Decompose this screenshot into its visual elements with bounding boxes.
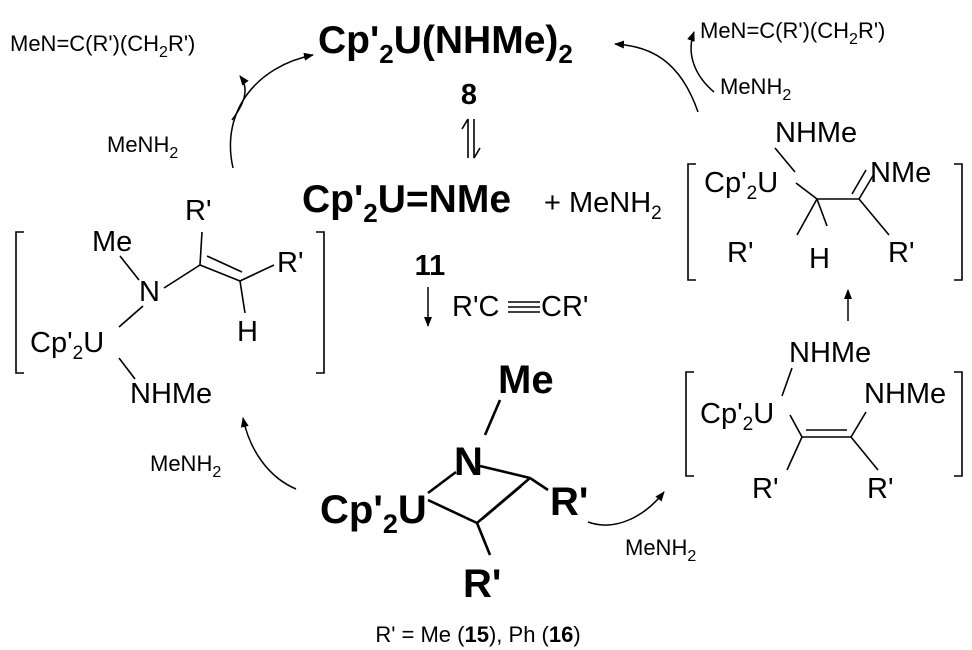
right-top-int-u: U: [757, 167, 778, 199]
right-bottom-int-sub: 2: [743, 414, 754, 435]
right-bottom-intermediate: NHMe NHMe Cp'2U R' R': [685, 337, 963, 505]
left-bottom-step: MeNH2: [150, 417, 297, 490]
metallacycle-n: N: [454, 440, 483, 484]
right-bottom-int-nhme2: NHMe: [864, 378, 946, 410]
top-right-product-post: R'): [858, 18, 885, 43]
left-int-n: N: [139, 276, 160, 308]
alkyne-right: CR': [541, 291, 588, 323]
top-right-amine: MeNH: [720, 74, 782, 99]
right-top-intermediate: NHMe Cp'2U NMe R' H R': [687, 117, 963, 281]
svg-text:MeNH2: MeNH2: [625, 535, 696, 565]
right-bottom-step: MeNH2: [587, 491, 696, 565]
right-bottom-int-r1: R': [752, 473, 778, 505]
svg-text:Cp'2U: Cp'2U: [30, 327, 104, 364]
left-bottom-amine: MeNH: [150, 451, 212, 476]
top-left-product-pre: MeN=C(R')(CH: [10, 31, 159, 56]
complex-8-mid: U(NHMe): [394, 19, 559, 62]
top-right-amine-sub: 2: [782, 87, 791, 104]
right-top-int-cp: Cp': [704, 167, 747, 199]
right-bottom-amine: MeNH: [625, 535, 687, 560]
top-left-product-post: R'): [168, 31, 195, 56]
right-bottom-int-cp: Cp': [700, 398, 743, 430]
left-intermediate: Me N R' R' H Cp'2U NHMe: [15, 195, 325, 410]
equilibrium-arrows: [461, 118, 481, 159]
left-int-r1: R': [185, 195, 211, 227]
right-top-int-h: H: [809, 243, 830, 275]
left-int-r2: R': [277, 247, 303, 279]
imido-sub: 2: [363, 198, 377, 228]
svg-text:Cp'2U(NHMe)2: Cp'2U(NHMe)2: [318, 19, 573, 69]
imido-rest: U=NMe: [378, 178, 511, 221]
alkyne-left: R'C: [452, 291, 499, 323]
svg-text:MeNH2: MeNH2: [107, 132, 178, 162]
right-bottom-int-nhme1: NHMe: [789, 337, 871, 369]
right-bottom-int-u: U: [753, 398, 774, 430]
legend-16: 16: [549, 622, 573, 647]
svg-text:MeNH2: MeNH2: [150, 451, 221, 481]
imido-complex-11: Cp'2U=NMe + MeNH2 11: [302, 178, 662, 282]
top-right-product-sub: 2: [849, 31, 858, 48]
complex-8-sub1: 2: [379, 39, 393, 69]
right-top-int-nme: NMe: [870, 157, 931, 189]
metallacycle-sub: 2: [383, 509, 398, 539]
left-int-sub: 2: [73, 343, 84, 364]
compound-label-8: 8: [461, 79, 477, 111]
metallacycle-me: Me: [498, 358, 554, 402]
left-int-me: Me: [92, 226, 132, 258]
top-left-product-sub: 2: [159, 44, 168, 61]
right-bottom-amine-sub: 2: [687, 548, 696, 565]
legend-15: 15: [464, 622, 488, 647]
substituent-legend: R' = Me (15), Ph (16): [375, 622, 580, 647]
left-int-h: H: [237, 316, 258, 348]
legend-post: ): [573, 622, 580, 647]
imido-cp: Cp': [302, 178, 363, 221]
left-int-nhme: NHMe: [130, 378, 212, 410]
svg-text:Cp'2U: Cp'2U: [704, 167, 778, 204]
right-top-int-r1: R': [727, 237, 753, 269]
azametallacyclobutene: Me N Cp'2U R' R': [320, 358, 588, 606]
svg-text:MeNH2: MeNH2: [720, 74, 791, 104]
compound-label-11: 11: [415, 250, 446, 282]
svg-text:Cp'2U: Cp'2U: [320, 488, 427, 539]
svg-text:MeN=C(R')(CH2R'): MeN=C(R')(CH2R'): [10, 31, 195, 61]
svg-text:+ MeNH2: + MeNH2: [544, 187, 662, 224]
bis-amido-complex-8: Cp'2U(NHMe)2 8: [318, 19, 573, 111]
left-bottom-amine-sub: 2: [212, 464, 221, 481]
legend-mid: ), Ph (: [489, 622, 550, 647]
top-right-product-pre: MeN=C(R')(CH: [700, 18, 849, 43]
right-top-int-nhme: NHMe: [775, 117, 857, 149]
top-left-step: MeN=C(R')(CH2R') MeNH2: [10, 31, 314, 169]
metallacycle-cp: Cp': [320, 488, 383, 532]
metallacycle-u: U: [398, 488, 427, 532]
alkyne-addition: R'C CR': [424, 287, 588, 327]
right-top-int-r2: R': [888, 237, 914, 269]
svg-text:Cp'2U: Cp'2U: [700, 398, 774, 435]
metallacycle-r-bottom: R': [463, 562, 501, 606]
legend-pre: R' = Me (: [375, 622, 465, 647]
top-left-amine-sub: 2: [169, 145, 178, 162]
right-bottom-int-r2: R': [867, 473, 893, 505]
left-int-cp: Cp': [30, 327, 73, 359]
metallacycle-r-right: R': [550, 480, 588, 524]
plus-amine: + MeNH: [544, 187, 651, 219]
right-top-int-sub: 2: [747, 183, 758, 204]
top-right-step: MeN=C(R')(CH2R') MeNH2: [614, 18, 885, 113]
plus-amine-sub: 2: [651, 203, 662, 224]
svg-text:MeN=C(R')(CH2R'): MeN=C(R')(CH2R'): [700, 18, 885, 48]
svg-text:Cp'2U=NMe: Cp'2U=NMe: [302, 178, 511, 228]
left-int-u: U: [83, 327, 104, 359]
top-left-amine: MeNH: [107, 132, 169, 157]
complex-8-sub2: 2: [558, 39, 572, 69]
complex-8-cp: Cp': [318, 19, 379, 62]
